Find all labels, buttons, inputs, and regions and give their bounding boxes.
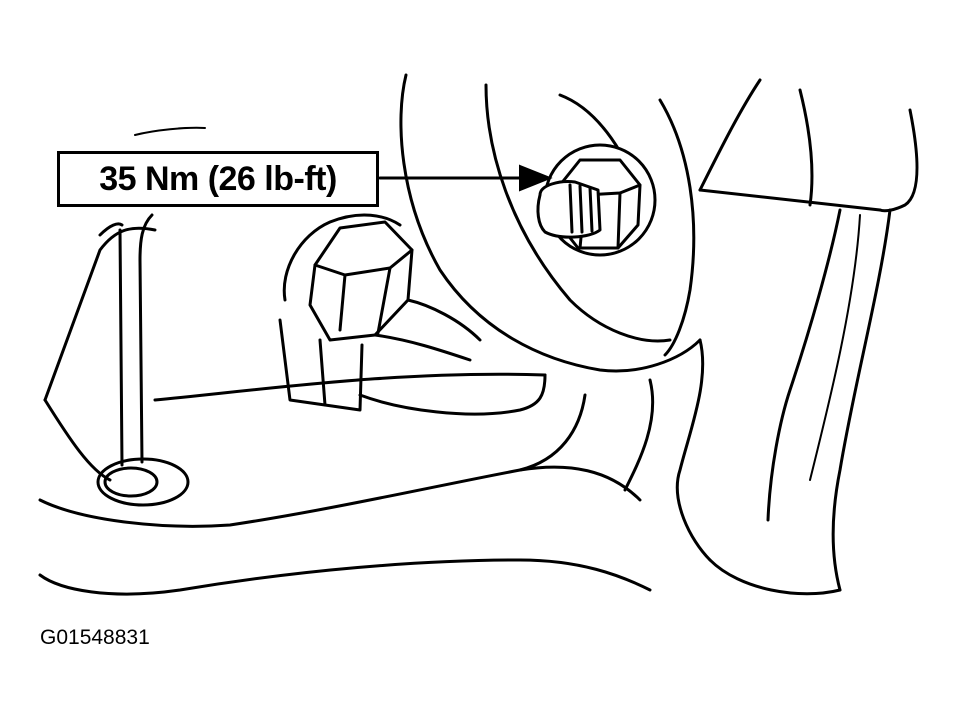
flange-nut <box>536 143 657 257</box>
stud-rod <box>96 213 190 507</box>
torque-spec-label: 35 Nm (26 lb-ft) <box>99 159 337 198</box>
arrowhead-icon <box>519 164 553 192</box>
mount-bracket <box>38 126 652 596</box>
mount-housing <box>399 73 842 596</box>
callout-leader-arrow <box>378 164 553 192</box>
torque-callout: 35 Nm (26 lb-ft) <box>57 151 379 207</box>
side-frame <box>698 78 919 592</box>
figure-id-label: G01548831 <box>40 626 150 649</box>
hex-bolt <box>278 213 482 412</box>
